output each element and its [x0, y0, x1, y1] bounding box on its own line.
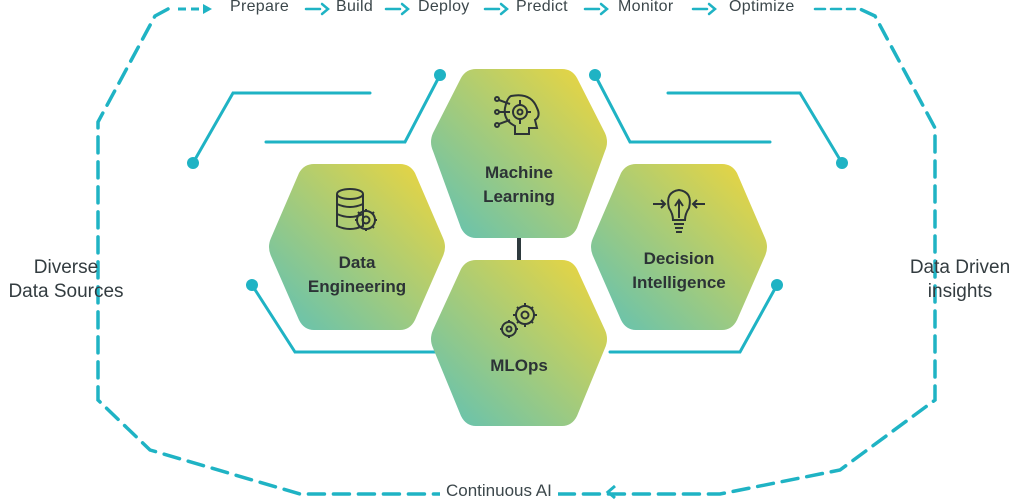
- arrowhead-prepare: [203, 4, 212, 14]
- hexagon-label-data-engineering: Data Engineering: [277, 251, 437, 299]
- left-label-line-1: Diverse: [33, 257, 99, 278]
- hexagon-decision-intelligence: [591, 164, 767, 330]
- left-label-line-2: Data Sources: [8, 281, 124, 302]
- circuit-lines: [191, 73, 844, 354]
- brain-gear-icon: [494, 94, 540, 135]
- step-optimize: Optimize: [727, 0, 797, 16]
- hexagon-label-mlops: MLOps: [439, 354, 599, 378]
- hexagon-label-line: Data: [338, 253, 376, 272]
- step-predict: Predict: [514, 0, 570, 16]
- arrow-into-continuous-ai: [605, 484, 616, 500]
- gears-icon: [500, 303, 537, 338]
- right-label-line-1: Data Driven: [909, 257, 1011, 278]
- hexagon-label-line: MLOps: [490, 356, 548, 375]
- step-build: Build: [334, 0, 376, 16]
- step-deploy: Deploy: [416, 0, 472, 16]
- left-label: Diverse Data Sources: [0, 256, 132, 304]
- step-connectors: [304, 2, 857, 16]
- hexagon-mlops: [431, 260, 607, 426]
- hexagon-label-line: Decision: [643, 249, 715, 268]
- step-monitor: Monitor: [616, 0, 676, 16]
- hexagon-label-line: Engineering: [307, 277, 407, 296]
- lightbulb-arrows-icon: [653, 188, 705, 233]
- hexagon-label-line: Learning: [483, 187, 555, 206]
- right-label-line-2: insights: [927, 281, 993, 302]
- hexagon-label-line: Intelligence: [632, 273, 726, 292]
- step-prepare: Prepare: [228, 0, 292, 16]
- hexagon-label-machine-learning: Machine Learning: [439, 161, 599, 209]
- hexagon-machine-learning: [431, 69, 607, 238]
- hexagon-label-decision-intelligence: Decision Intelligence: [599, 247, 759, 295]
- circuit-dots: [187, 69, 848, 291]
- continuous-ai-label: Continuous AI: [440, 481, 558, 501]
- database-gear-icon: [336, 188, 377, 231]
- hexagon-data-engineering: [269, 164, 445, 330]
- hexagon-label-line: Machine: [484, 163, 554, 182]
- right-label: Data Driven insights: [896, 256, 1024, 304]
